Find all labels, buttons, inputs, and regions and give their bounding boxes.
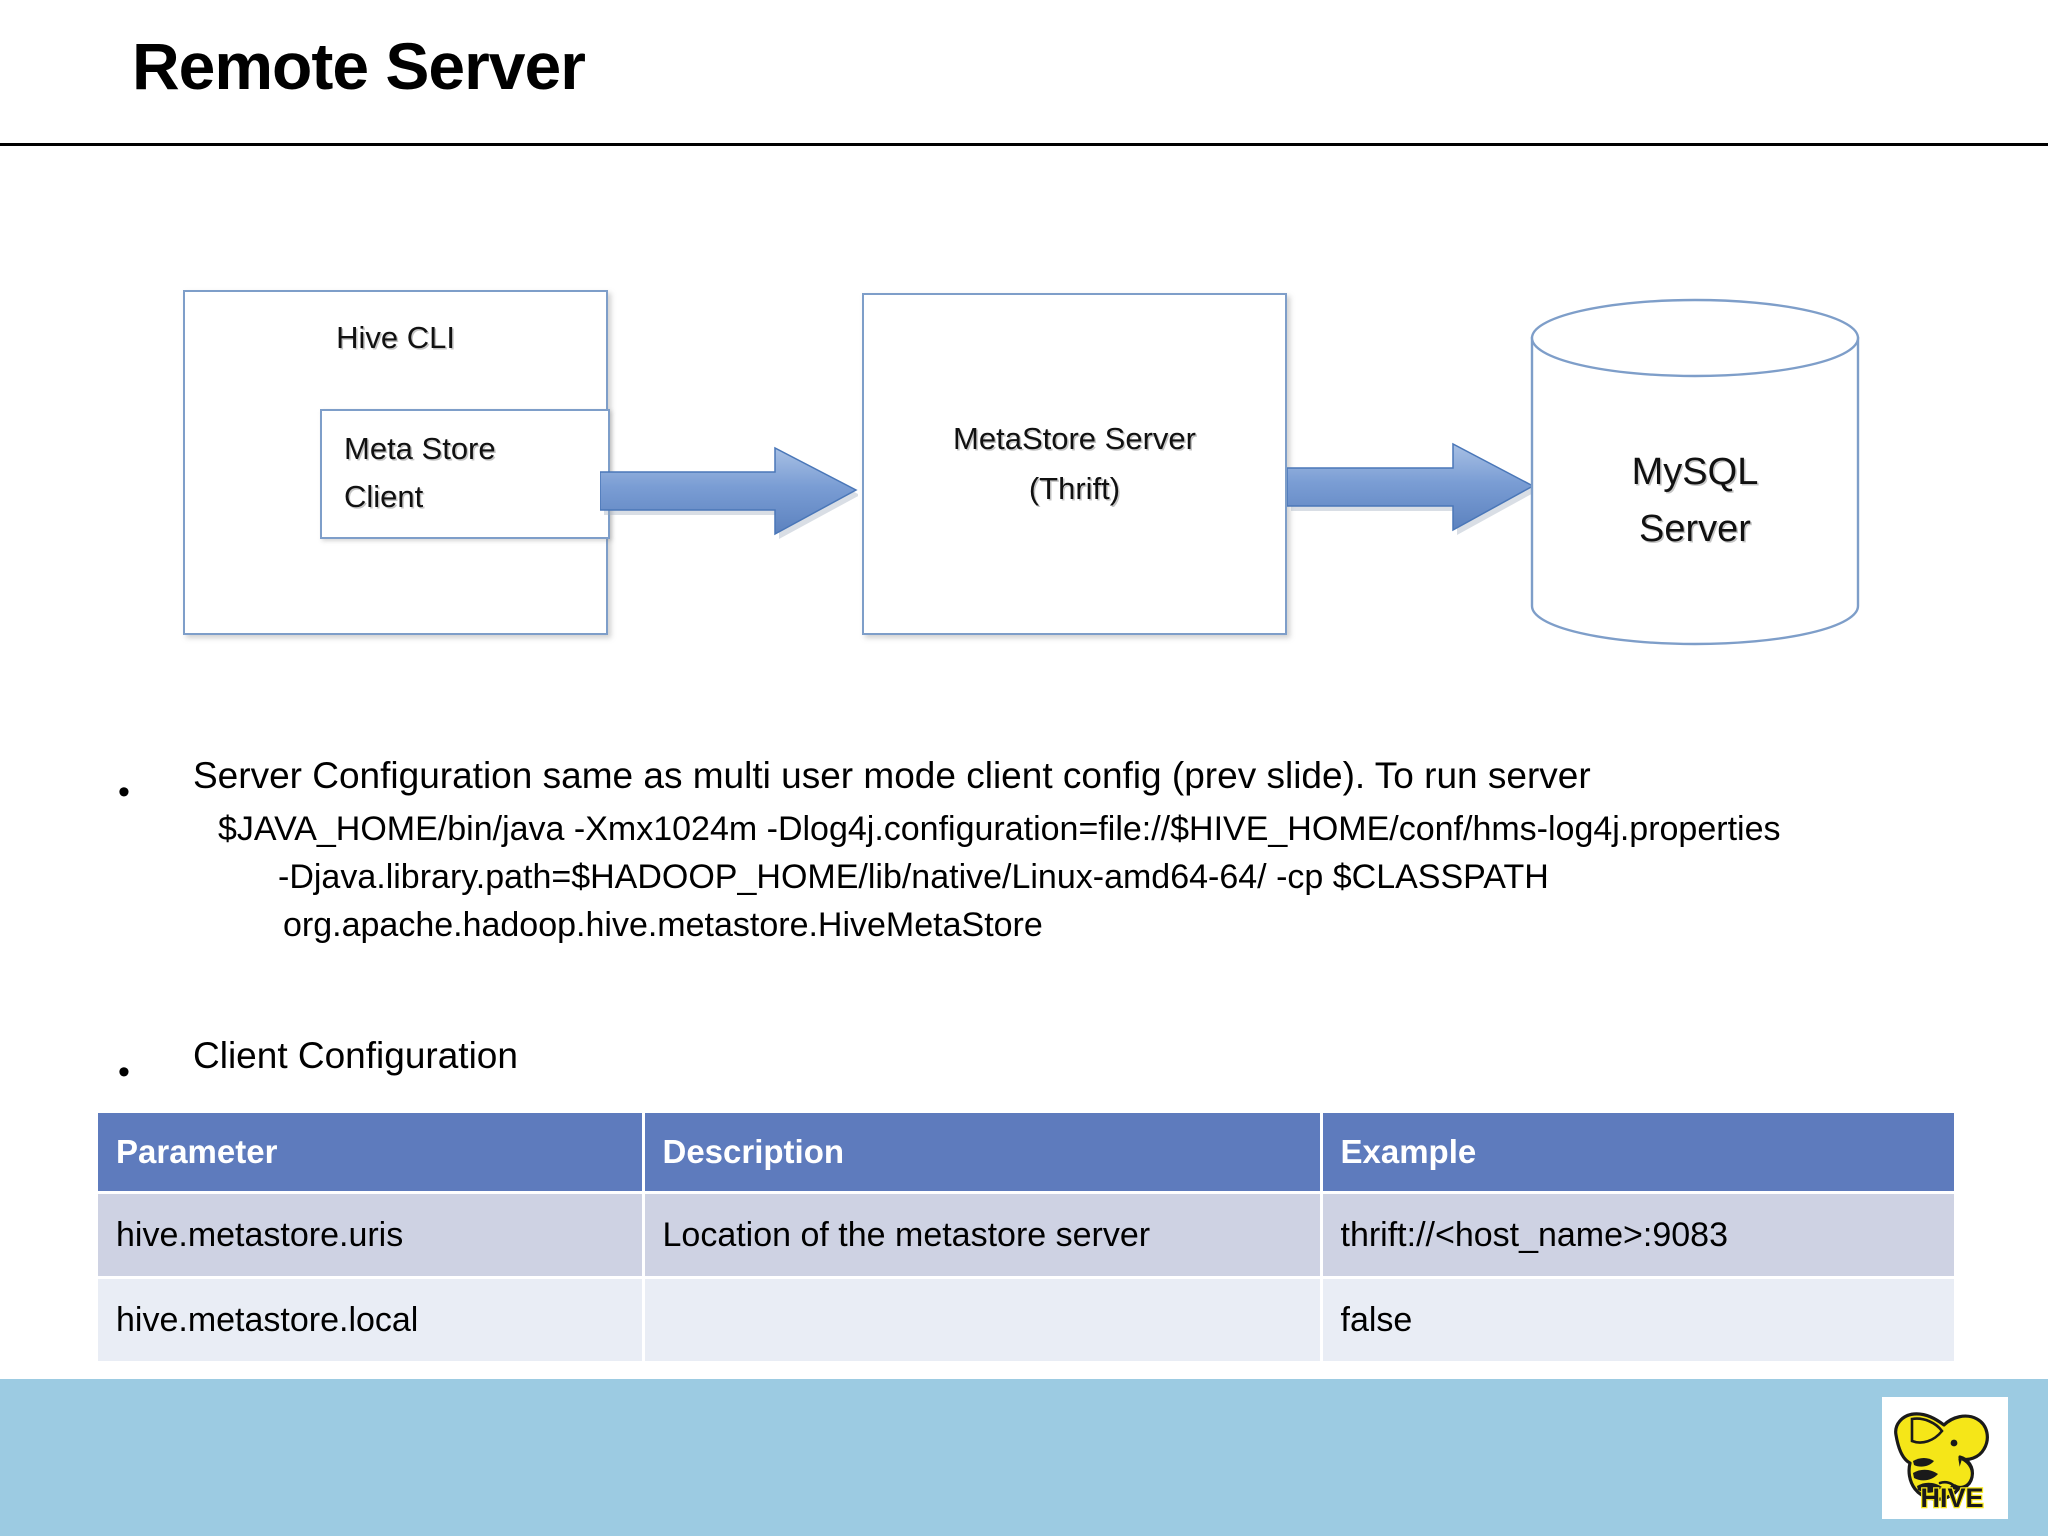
mysql-server-label: MySQL Server	[1528, 444, 1862, 558]
code-line-3: org.apache.hadoop.hive.metastore.HiveMet…	[283, 906, 1043, 944]
column-header-description: Description	[643, 1113, 1323, 1193]
hive-logo-text: HIVE	[1920, 1483, 1983, 1513]
cell-description: Location of the metastore server	[643, 1191, 1323, 1278]
metastore-server-label: MetaStore Server (Thrift)	[953, 414, 1196, 514]
metastore-server-box: MetaStore Server (Thrift)	[862, 293, 1287, 635]
meta-store-client-line-1: Meta Store	[344, 431, 496, 466]
table-row: hive.metastore.uris Location of the meta…	[98, 1191, 1954, 1278]
hive-cli-box: Hive CLI Meta Store Client	[183, 290, 610, 635]
hive-cli-label: Hive CLI	[336, 320, 455, 355]
mysql-line-1: MySQL	[1631, 451, 1759, 493]
architecture-diagram: Hive CLI Meta Store Client	[0, 150, 2048, 670]
arrow-metastore-to-mysql-icon	[1287, 440, 1535, 536]
client-configuration-table: Parameter Description Example hive.metas…	[98, 1113, 1954, 1361]
meta-store-client-box: Meta Store Client	[320, 409, 610, 539]
arrow-client-to-metastore-icon	[600, 444, 858, 540]
footer-bar	[0, 1379, 2048, 1536]
mysql-line-2: Server	[1639, 508, 1751, 550]
title-divider	[0, 143, 2048, 146]
metastore-server-line-2: (Thrift)	[1028, 471, 1121, 506]
bullet-marker-icon: •	[118, 773, 130, 811]
bullet-item-client-configuration: Client Configuration	[193, 1035, 518, 1076]
meta-store-client-label: Meta Store Client	[344, 425, 496, 521]
cell-parameter: hive.metastore.local	[98, 1276, 645, 1361]
code-line-2: -Djava.library.path=$HADOOP_HOME/lib/nat…	[278, 858, 1549, 896]
hive-logo-icon: HIVE	[1882, 1397, 2008, 1519]
cell-description	[643, 1276, 1323, 1361]
mysql-server-cylinder: MySQL Server	[1528, 298, 1862, 646]
table-row: hive.metastore.local false	[98, 1276, 1954, 1361]
bullet-marker-icon: •	[118, 1053, 130, 1091]
column-header-parameter: Parameter	[98, 1113, 645, 1193]
cell-example: false	[1321, 1276, 1954, 1361]
cell-example: thrift://<host_name>:9083	[1321, 1191, 1954, 1278]
column-header-example: Example	[1321, 1113, 1954, 1193]
metastore-server-line-1: MetaStore Server	[953, 421, 1196, 456]
code-line-1: $JAVA_HOME/bin/java -Xmx1024m -Dlog4j.co…	[218, 810, 1781, 848]
cell-parameter: hive.metastore.uris	[98, 1191, 645, 1278]
bullet-item-server-configuration: Server Configuration same as multi user …	[193, 755, 1591, 796]
table-header-row: Parameter Description Example	[98, 1113, 1954, 1193]
meta-store-client-line-2: Client	[344, 479, 424, 514]
page-title: Remote Server	[132, 29, 586, 103]
